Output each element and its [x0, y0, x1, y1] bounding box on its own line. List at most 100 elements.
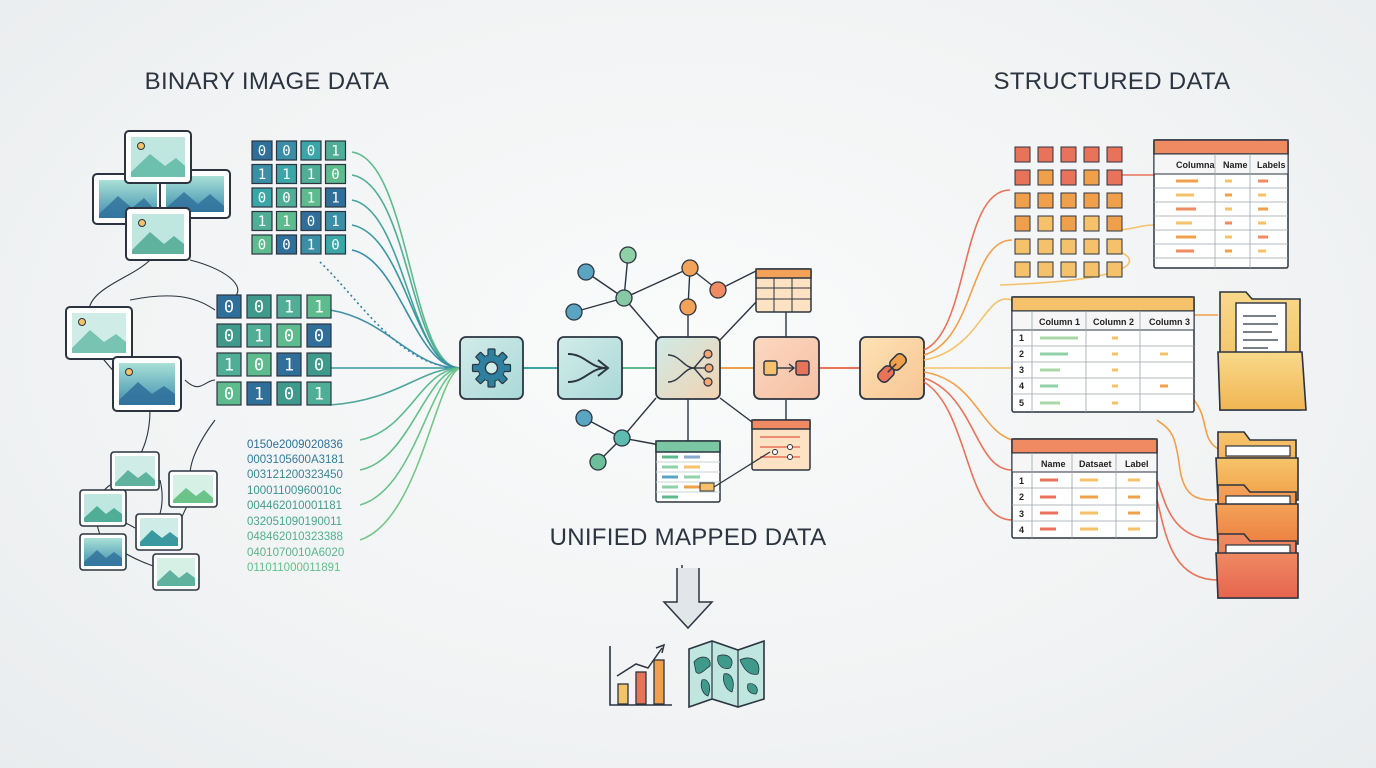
binary-digit: 0	[282, 144, 290, 160]
mini-table-bottom	[751, 419, 811, 471]
binary-digit: 1	[224, 356, 234, 376]
hex-line: 004462010001181	[247, 500, 342, 512]
branch-process-box	[655, 336, 721, 400]
binary-cell: 1	[324, 187, 347, 208]
grid-cell	[1083, 146, 1100, 163]
grid-cell	[1106, 238, 1123, 255]
binary-cell: 1	[306, 294, 332, 319]
binary-digit: 0	[314, 327, 324, 347]
binary-digit: 0	[307, 144, 315, 160]
grid-cell	[1037, 169, 1054, 186]
structured-color-grid	[1014, 146, 1123, 278]
binary-cell: 0	[300, 210, 322, 232]
binary-digit: 0	[284, 385, 294, 405]
binary-digit: 1	[284, 356, 294, 376]
bar-chart-icon	[609, 643, 672, 706]
mini-spreadsheet	[655, 440, 771, 503]
grid-cell	[1083, 215, 1100, 232]
table-header-cell: Name	[1223, 160, 1248, 170]
binary-digit: 1	[314, 298, 324, 318]
network-node	[589, 453, 607, 471]
binary-cell: 0	[275, 234, 298, 255]
binary-cell: 0	[324, 163, 347, 185]
binary-cell: 1	[276, 294, 302, 319]
image-icon	[135, 513, 183, 551]
binary-digit: 1	[314, 385, 324, 405]
binary-digit: 1	[331, 144, 339, 160]
binary-image-data-title: BINARY IMAGE DATA	[145, 68, 390, 95]
binary-digit: 0	[314, 356, 324, 376]
binary-digit: 0	[258, 238, 266, 254]
table-row-number: 5	[1019, 398, 1024, 408]
grid-cell	[1106, 146, 1123, 163]
binary-cell: 0	[276, 323, 302, 348]
binary-digit: 0	[224, 385, 234, 405]
image-icons	[65, 130, 231, 591]
network-node	[565, 303, 583, 321]
grid-cell	[1083, 169, 1100, 186]
binary-cell: 0	[251, 234, 273, 255]
binary-digit: 1	[331, 214, 339, 230]
unified-mapped-data-title: UNIFIED MAPPED DATA	[550, 524, 827, 551]
binary-cell: 1	[300, 163, 322, 185]
hex-line: 10001100960010c	[247, 485, 342, 497]
network-node	[709, 281, 727, 299]
binary-digit: 0	[254, 298, 264, 318]
mapping-process-box	[753, 336, 820, 400]
binary-digit: 1	[307, 191, 315, 207]
grid-cell	[1060, 169, 1077, 186]
grid-cell	[1106, 169, 1123, 186]
grid-cell	[1106, 192, 1123, 209]
grid-cell	[1083, 192, 1100, 209]
binary-cell: 0	[275, 187, 298, 208]
binary-cell: 0	[306, 323, 332, 348]
binary-cell: 0	[216, 294, 242, 319]
image-icon	[79, 489, 127, 527]
table-dataset: Name Datsaet Label 1 2 3 4	[1011, 438, 1158, 539]
network-node	[575, 409, 593, 427]
grid-cell	[1037, 238, 1054, 255]
binary-digit: 0	[224, 327, 234, 347]
binary-cell: 0	[251, 187, 273, 208]
table-row-number: 3	[1019, 365, 1024, 375]
grid-cell	[1060, 192, 1077, 209]
binary-cell: 0	[306, 352, 332, 377]
grid-cell	[1060, 146, 1077, 163]
binary-digit: 0	[258, 144, 266, 160]
table-row-number: 1	[1019, 476, 1024, 486]
image-icon	[79, 533, 127, 571]
hex-line: 003121200323450	[247, 469, 343, 481]
table-row-number: 4	[1019, 381, 1024, 391]
binary-cell: 0	[276, 381, 302, 406]
image-icon	[124, 130, 192, 184]
table-columns: Column 1 Column 2 Column 3 1 2 3 4 5	[1011, 296, 1195, 413]
image-icon	[125, 207, 191, 261]
table-header-cell: Label	[1125, 459, 1149, 469]
binary-digit: 1	[282, 167, 290, 183]
branching-tree-icon	[667, 349, 714, 387]
grid-cell	[1083, 238, 1100, 255]
binary-cell: 0	[251, 140, 273, 161]
binary-digit: 0	[258, 191, 266, 207]
binary-digit: 0	[284, 327, 294, 347]
down-arrow	[662, 565, 714, 630]
binary-cell: 0	[216, 323, 242, 348]
network-node	[679, 298, 697, 316]
binary-cell: 1	[251, 163, 273, 185]
central-network-nodes	[565, 246, 727, 471]
grid-cell	[1014, 169, 1031, 186]
binary-digit: 1	[258, 167, 266, 183]
binary-cell: 1	[276, 352, 302, 377]
binary-digit: 0	[254, 356, 264, 376]
binary-cell: 1	[216, 352, 242, 377]
binary-digit: 1	[254, 385, 264, 405]
grid-cell	[1037, 215, 1054, 232]
binary-cell: 1	[300, 187, 322, 208]
table-header-cell: Column 3	[1149, 317, 1190, 327]
hex-line: 048462010323388	[247, 531, 343, 543]
folder-icon	[1215, 431, 1299, 501]
mini-table-top	[755, 268, 812, 313]
